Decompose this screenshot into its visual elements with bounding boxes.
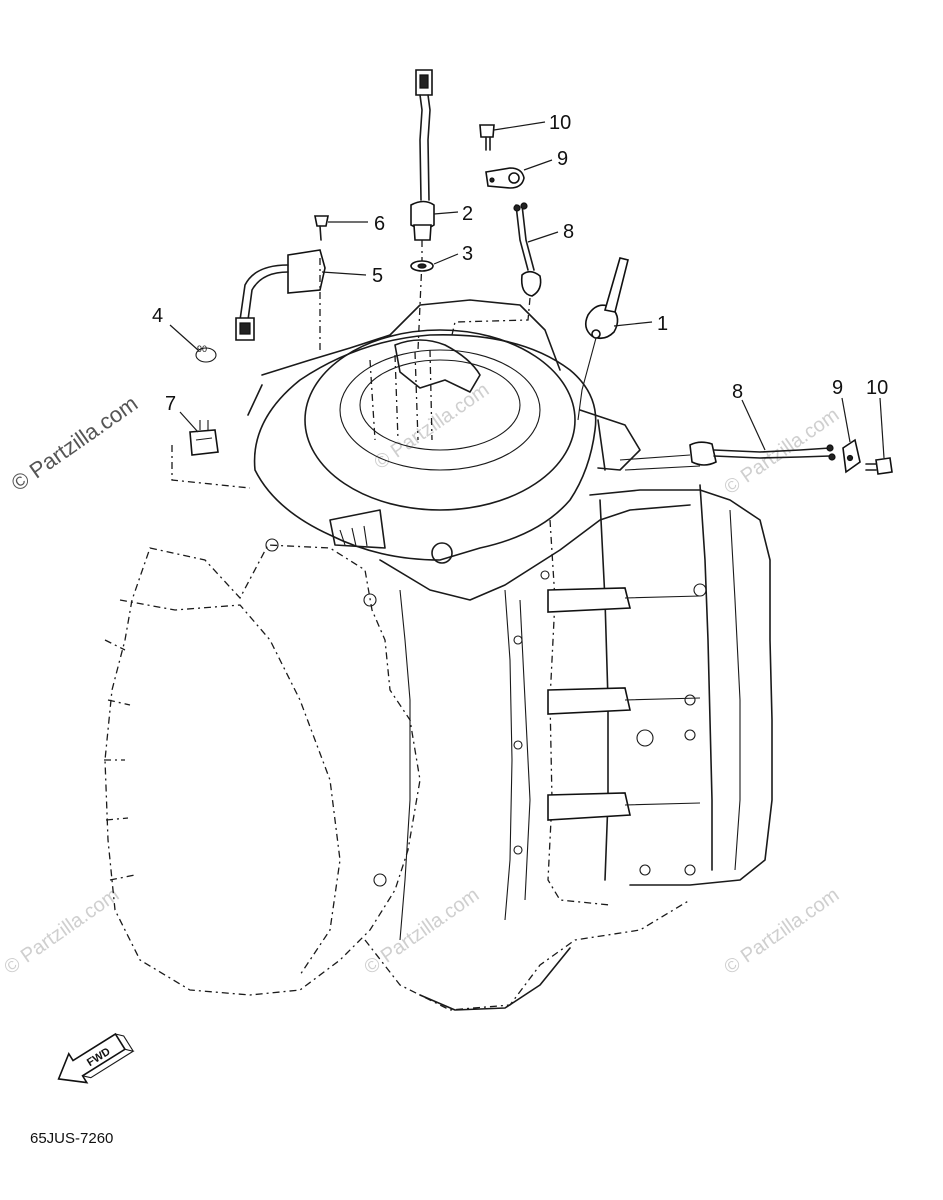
flywheel-cover xyxy=(247,299,641,564)
watermark-bottom-left: © Partzilla.com xyxy=(0,884,123,979)
callout-3: 3 xyxy=(462,243,473,265)
watermark-center: © Partzilla.com xyxy=(370,379,493,474)
part-9-clamp-top xyxy=(485,167,525,189)
part-10-bolt-side xyxy=(865,457,893,475)
callout-4: 4 xyxy=(152,305,163,327)
part-1-sensor xyxy=(577,257,629,421)
callout-1: 1 xyxy=(657,313,668,335)
part-5-relay xyxy=(235,249,326,350)
part-8-lead-side xyxy=(619,441,836,471)
callout-10-side: 10 xyxy=(866,377,888,399)
fwd-arrow-icon xyxy=(57,1032,127,1084)
callout-2: 2 xyxy=(462,203,473,225)
engine-block xyxy=(104,484,773,1011)
callout-9-top: 9 xyxy=(557,148,568,170)
part-3-washer xyxy=(410,260,434,272)
part-7-bracket xyxy=(171,420,251,489)
part-10-bolt-top xyxy=(479,124,495,151)
callouts: 1 2 3 4 5 6 7 8 9 10 8 9 10 xyxy=(152,112,888,415)
callout-9-side: 9 xyxy=(832,377,843,399)
callout-8-top: 8 xyxy=(563,221,574,243)
leader-lines xyxy=(169,121,885,459)
watermark-bottom-right: © Partzilla.com xyxy=(720,884,843,979)
diagram-code: 65JUS-7260 xyxy=(30,1130,113,1147)
callout-5: 5 xyxy=(372,265,383,287)
svg-text:90: 90 xyxy=(197,344,207,354)
callout-7: 7 xyxy=(165,393,176,415)
part-4-clip: 90 xyxy=(195,344,217,363)
watermark-bottom-center: © Partzilla.com xyxy=(360,884,483,979)
fwd-arrow: FWD xyxy=(57,1032,135,1084)
callout-6: 6 xyxy=(374,213,385,235)
callout-8-side: 8 xyxy=(732,381,743,403)
part-9-clamp-side xyxy=(842,438,861,474)
part-2-sender xyxy=(410,69,435,351)
callout-10-top: 10 xyxy=(549,112,571,134)
part-8-lead-top xyxy=(451,202,542,336)
part-6-screw xyxy=(314,215,329,241)
watermark-left: © Partzilla.com xyxy=(7,391,143,497)
